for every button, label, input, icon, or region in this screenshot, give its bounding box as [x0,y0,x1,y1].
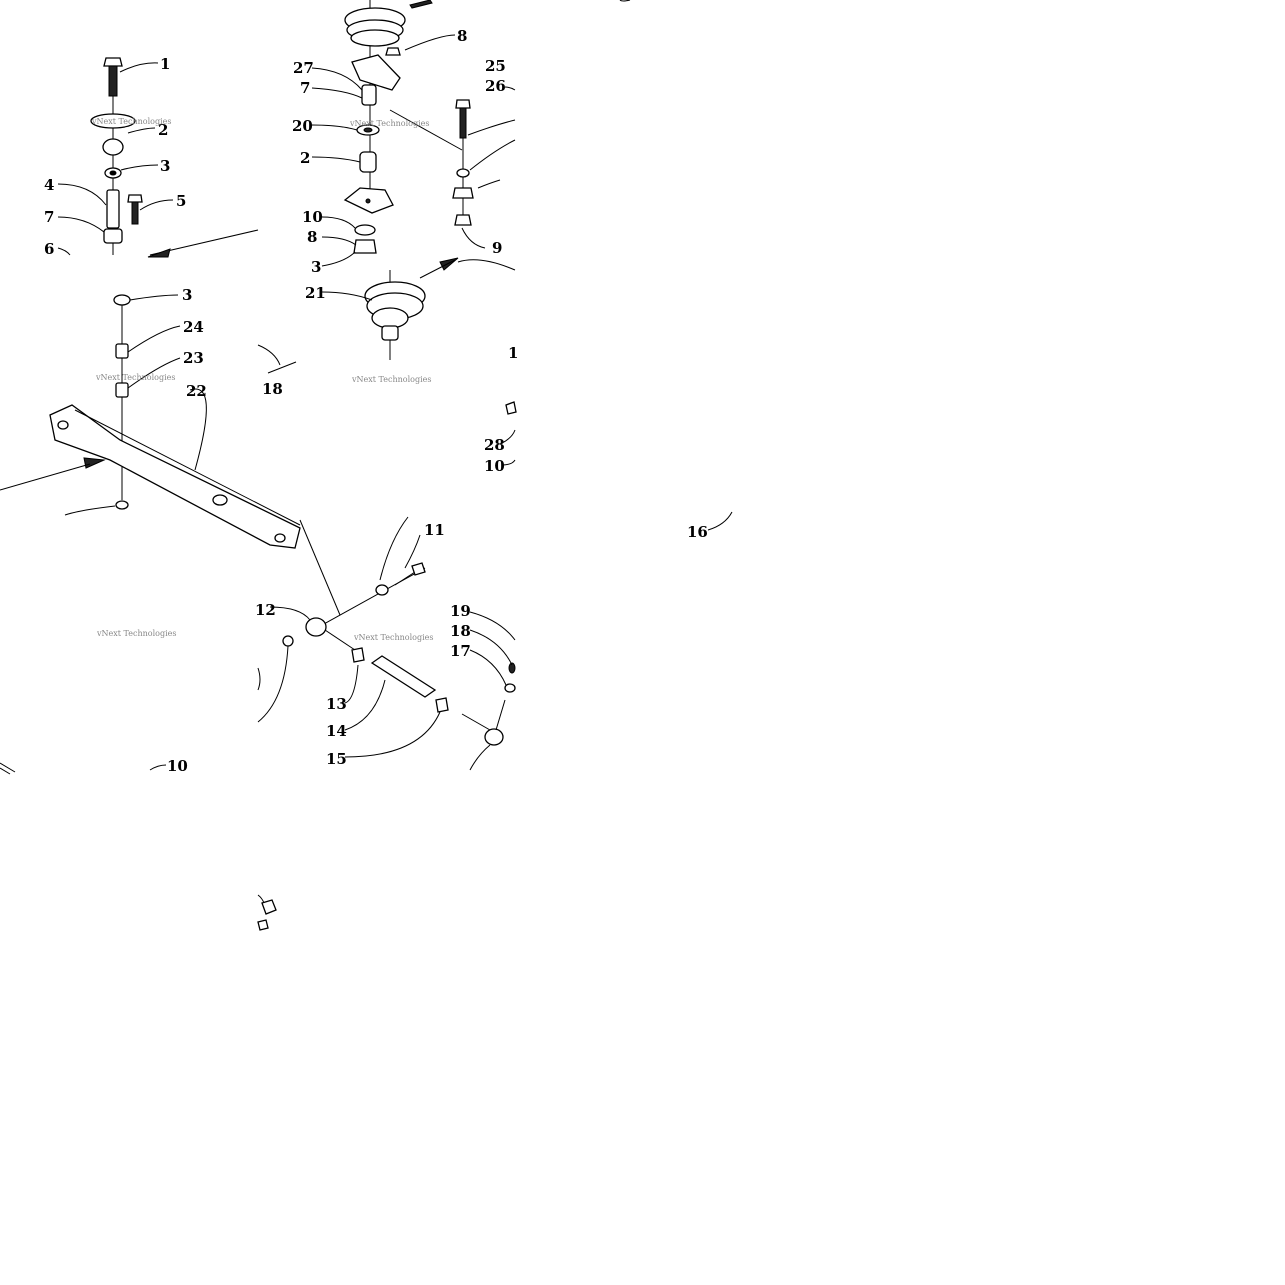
callout-label: 18 [450,622,471,640]
callout-label: 4 [44,176,54,194]
callout-label: 7 [44,208,54,226]
part-bolt-5-shank [131,201,139,225]
callout-label: 1 [508,344,518,362]
callout-label: 13 [326,695,347,713]
callout-label: 18 [262,380,283,398]
callout-label: 27 [293,59,314,77]
callout-label: 3 [160,157,170,175]
callout-label: 2 [158,121,168,139]
watermark: vNext Technologies [95,373,175,382]
part-sleeve-4 [106,189,120,229]
callout-label: 1 [160,55,170,73]
part-bolt-5 [127,194,143,203]
callout-label: 17 [450,642,471,660]
callout-label: 26 [485,77,506,95]
part-bolt-1 [103,57,123,67]
top-fragment [619,0,631,2]
callout-label: 15 [326,750,347,768]
callout-label: 10 [484,457,505,475]
watermark: vNext Technologies [351,375,431,384]
panel-bottom-fragment [257,894,277,931]
part-plate [90,113,136,129]
part-bushing-7 [103,228,123,244]
callout-label: 14 [326,722,347,740]
callout-label: 23 [183,349,204,367]
panel-upper-middle [311,0,516,360]
part-arm-22 [49,404,301,549]
callout-label: 12 [255,601,276,619]
panel-upper-right [452,86,516,249]
callout-label: 6 [44,240,54,258]
callout-label: 5 [176,192,186,210]
panel-cotter-pin [257,344,297,374]
watermark: vNext Technologies [91,117,171,126]
callout-label: 8 [307,228,317,246]
panel-right-partial [501,401,733,531]
panel-middle-left [0,294,341,616]
callout-label: 3 [182,286,192,304]
callout-label: 3 [311,258,321,276]
callout-label: 10 [302,208,323,226]
part-callouts: 1 2 3 4 5 7 6 8 27 7 20 2 10 8 3 21 25 2… [44,27,708,775]
watermark: vNext Technologies [353,633,433,642]
callout-label: 16 [687,523,708,541]
callout-label: 22 [186,382,207,400]
callout-label: 20 [292,117,313,135]
callout-label: 25 [485,57,506,75]
callout-label: 21 [305,284,326,302]
callout-label: 19 [450,602,471,620]
part-spacer-2 [102,138,124,156]
callout-label: 28 [484,436,505,454]
callout-label: 2 [300,149,310,167]
callout-label: 9 [492,239,502,257]
callout-label: 7 [300,79,310,97]
watermark: vNext Technologies [349,119,429,128]
part-bolt-1-shank [108,65,118,97]
callout-label: 24 [183,318,204,336]
watermark: vNext Technologies [96,629,176,638]
callout-label: 10 [167,757,188,775]
watermarks: vNext Technologies vNext Technologies vN… [91,117,433,642]
callout-label: 11 [424,521,445,539]
callout-label: 8 [457,27,467,45]
panel-tie-rod [0,516,516,775]
panel-upper-left [57,57,259,258]
